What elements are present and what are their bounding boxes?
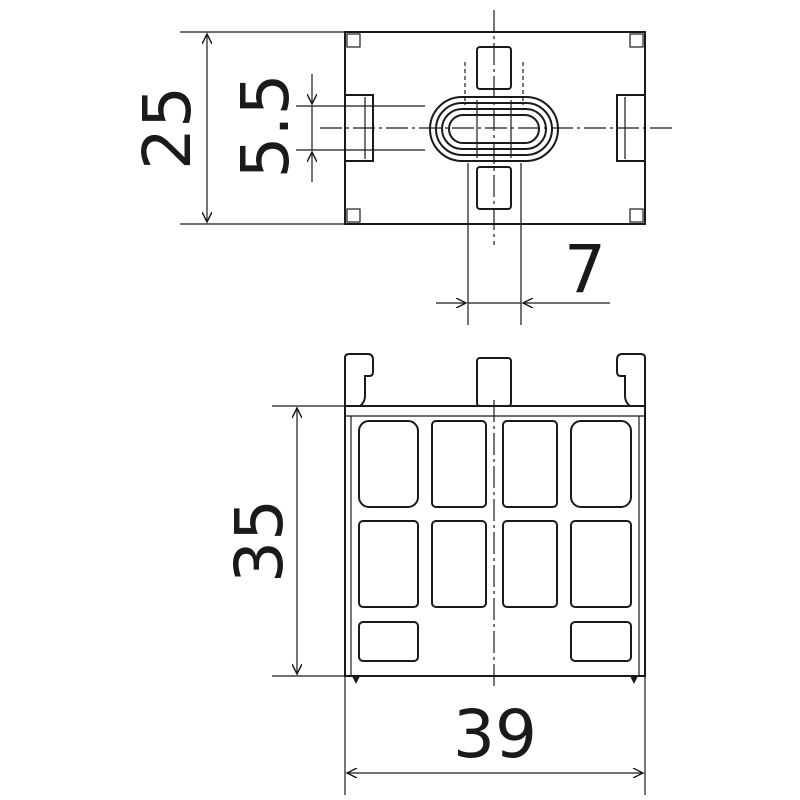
cell xyxy=(358,621,419,662)
cell xyxy=(358,520,419,608)
dim-front-height: 35 xyxy=(221,405,345,677)
dim-label-39: 39 xyxy=(453,696,537,773)
corner-notch xyxy=(346,208,361,223)
corner-notch xyxy=(629,33,644,48)
corner-notch xyxy=(629,208,644,223)
dim-label-35: 35 xyxy=(221,499,298,583)
dim-label-5-5: 5.5 xyxy=(227,74,304,179)
corner-notch xyxy=(346,33,361,48)
right-clip-hook xyxy=(616,353,646,407)
cell xyxy=(502,420,558,508)
front-view-body xyxy=(344,405,646,677)
dim-label-25: 25 xyxy=(129,86,206,170)
dim-slot-height: 5.5 xyxy=(227,74,425,182)
center-peg xyxy=(476,357,512,407)
cell xyxy=(431,420,487,508)
left-clip-hook xyxy=(344,353,374,407)
front-view xyxy=(344,353,646,690)
cell xyxy=(570,520,632,608)
cell xyxy=(570,621,632,662)
dim-slot-width: 7 xyxy=(436,163,610,325)
dim-label-7: 7 xyxy=(564,231,606,308)
cell xyxy=(431,520,487,608)
dim-top-height: 25 xyxy=(129,31,345,225)
cell xyxy=(570,420,632,508)
cell xyxy=(502,520,558,608)
top-view xyxy=(320,10,672,245)
dim-front-width: 39 xyxy=(344,676,646,795)
cell xyxy=(358,420,419,508)
